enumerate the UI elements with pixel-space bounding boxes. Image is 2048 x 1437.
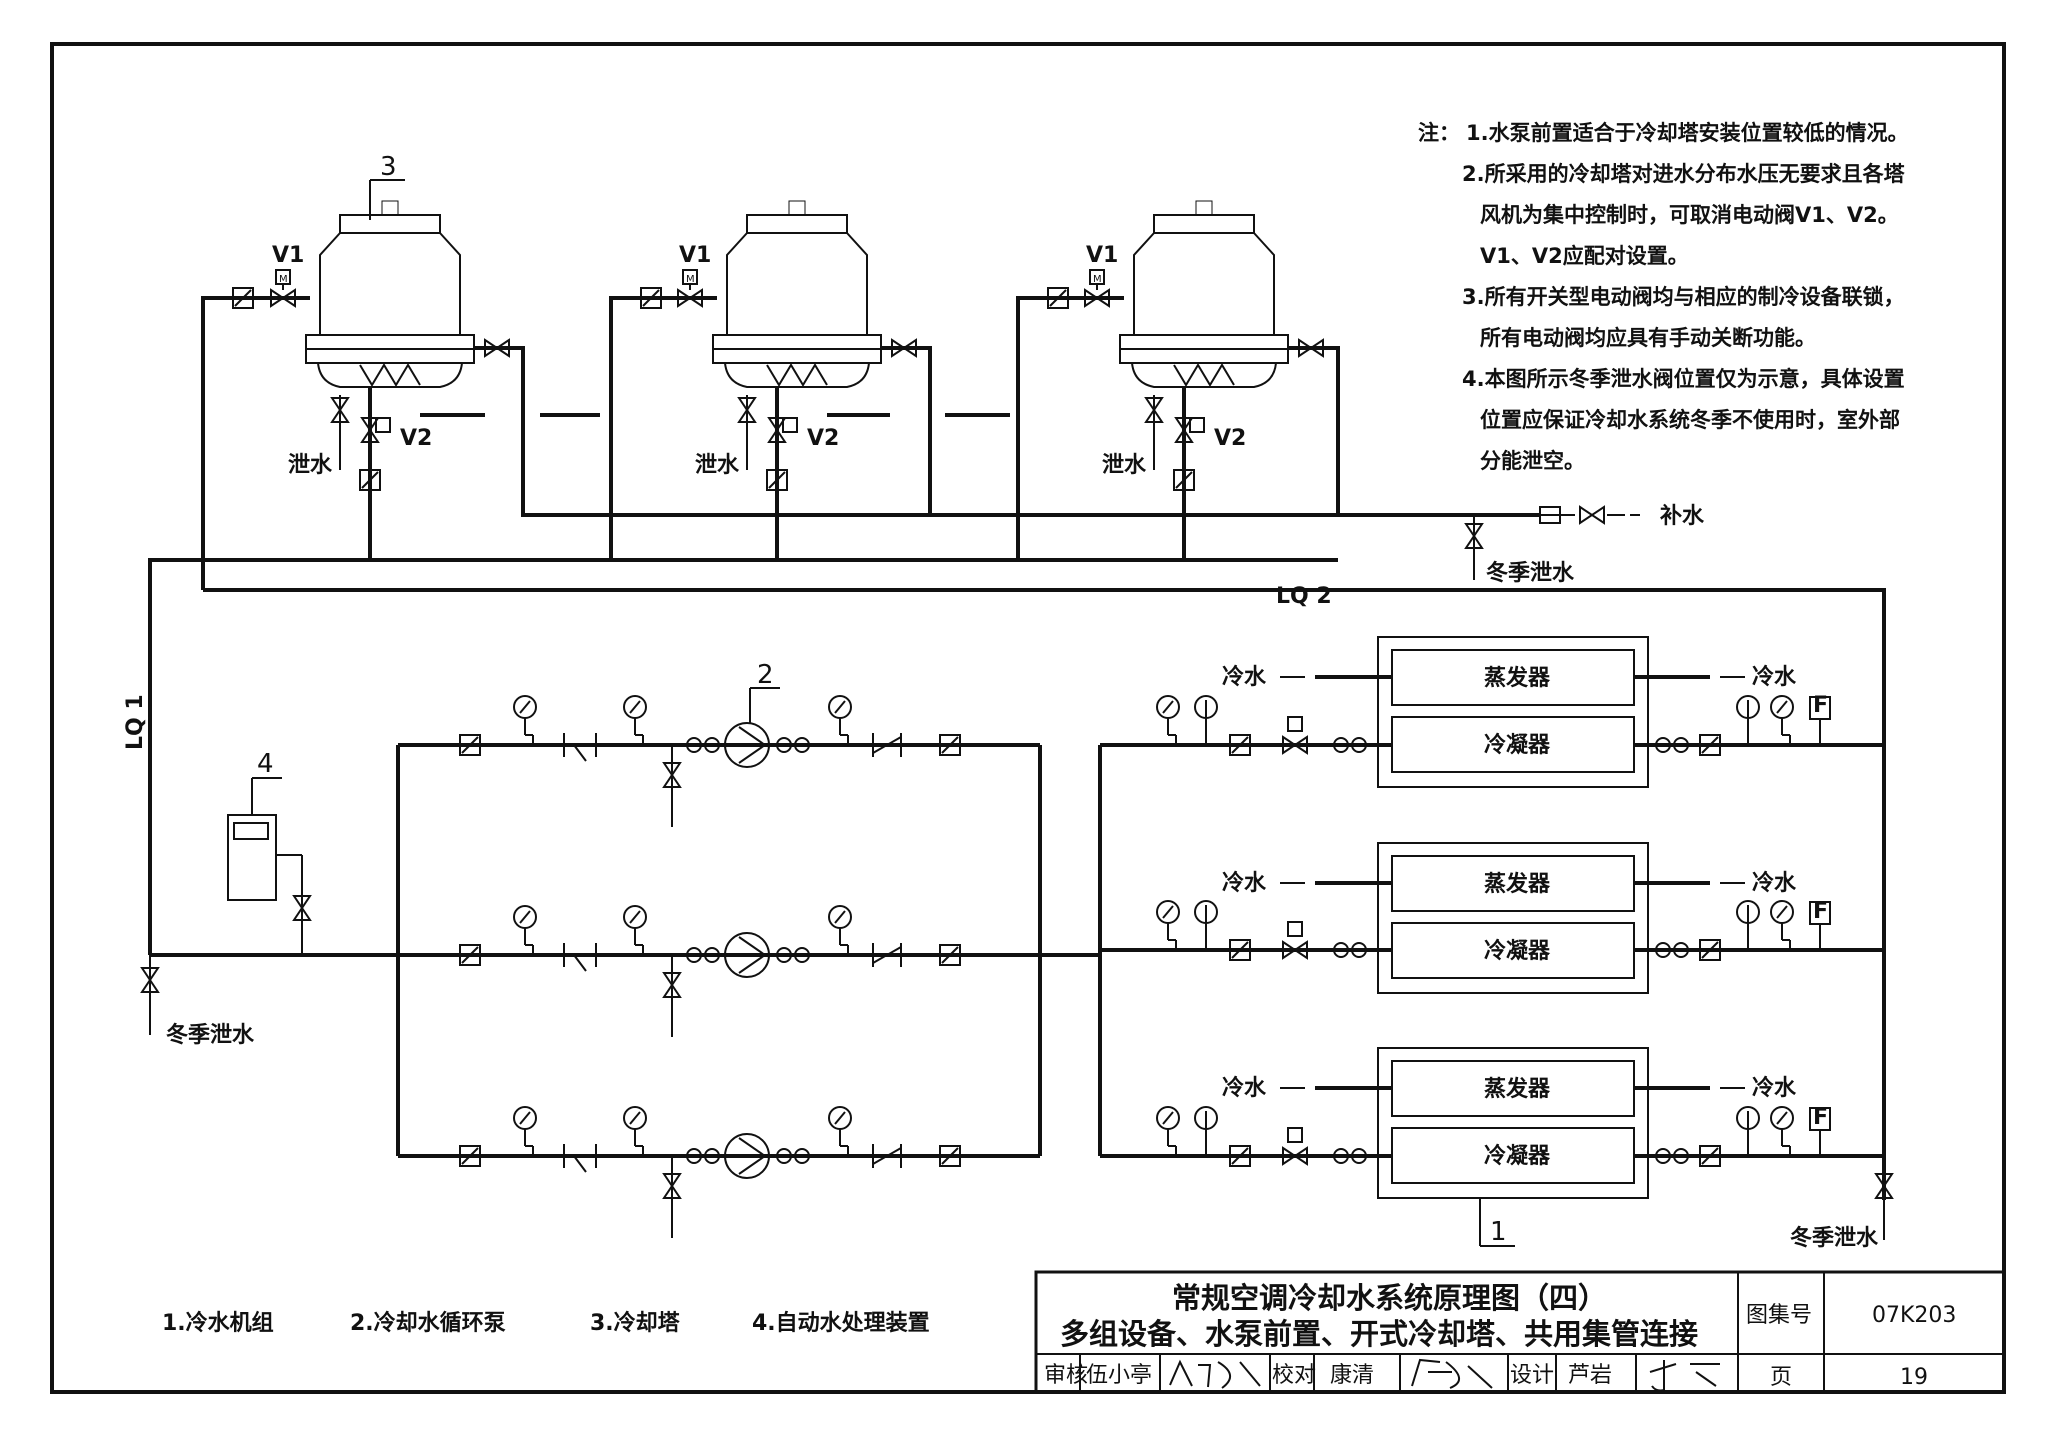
tower-inlets (201, 269, 1124, 560)
motor-mark: M (1093, 274, 1102, 285)
legend-item: 3.冷却塔 (590, 1310, 681, 1336)
flow-switch-label: F (1813, 1105, 1828, 1130)
note-line: 2.所采用的冷却塔对进水分布水压无要求且各塔 (1462, 162, 1906, 186)
evaporator-label: 蒸发器 (1484, 1076, 1551, 1102)
flow-switch-label: F (1813, 899, 1828, 924)
review-signature (1169, 1359, 1261, 1389)
evaporator-label: 蒸发器 (1484, 665, 1551, 691)
drain-label: 泄水 (695, 453, 740, 478)
condenser-label: 冷凝器 (1484, 1143, 1551, 1169)
valve-v2-label: V2 (1214, 426, 1246, 451)
chilled-water-stubs (1280, 675, 1745, 1090)
valve-v2-label: V2 (400, 426, 432, 451)
check-label: 校对 (1272, 1363, 1316, 1388)
chilled-water-label: 冷水 (1752, 870, 1797, 896)
cooling-tower-1 (305, 200, 475, 388)
tower-number: 3 (380, 152, 397, 182)
note-line: 3.所有开关型电动阀均与相应的制冷设备联锁， (1462, 285, 1905, 309)
lq1-label: LQ 1 (123, 694, 148, 750)
pump-row-3 (398, 1106, 1040, 1238)
title-line-1: 常规空调冷却水系统原理图（四） (1172, 1281, 1607, 1315)
review-name: 伍小亭 (1086, 1363, 1152, 1388)
legend-item: 2.冷却水循环泵 (350, 1310, 506, 1336)
chilled-water-label: 冷水 (1222, 664, 1267, 690)
chiller-1 (1377, 636, 1649, 788)
evaporator-label: 蒸发器 (1484, 871, 1551, 897)
makeup-label: 补水 (1659, 504, 1705, 529)
atlas-number: 07K203 (1872, 1303, 1956, 1328)
chiller-2 (1377, 842, 1649, 994)
winter-drain-label: 冬季泄水 (1486, 560, 1575, 586)
chiller-3 (1377, 1047, 1649, 1199)
header-lq1 (148, 558, 1886, 1200)
condenser-row-1 (1100, 695, 1884, 756)
chiller-number: 1 (1490, 1217, 1507, 1247)
notes-prefix: 注： (1418, 121, 1460, 145)
atlas-label: 图集号 (1746, 1303, 1812, 1328)
pump-row-2 (398, 905, 1040, 1037)
chilled-water-label: 冷水 (1222, 1075, 1267, 1101)
winter-drain-label: 冬季泄水 (1790, 1225, 1879, 1251)
tower-outlets (331, 387, 1205, 560)
chilled-water-label: 冷水 (1752, 664, 1797, 690)
page-number: 19 (1900, 1365, 1928, 1390)
pump-row-1 (398, 695, 1040, 827)
drain-label: 泄水 (1102, 453, 1147, 478)
title-block (1034, 1270, 2006, 1394)
check-signature (1411, 1358, 1493, 1389)
pump-headers (150, 745, 1102, 1156)
valve-v1-label: V1 (679, 243, 711, 268)
water-treatment-device (227, 777, 311, 955)
title-line-2: 多组设备、水泵前置、开式冷却塔、共用集管连接 (1060, 1317, 1698, 1351)
note-line: 4.本图所示冬季泄水阀位置仅为示意，具体设置 (1462, 367, 1905, 391)
valve-v1-label: V1 (1086, 243, 1118, 268)
valve-v1-label: V1 (272, 243, 304, 268)
chilled-water-label: 冷水 (1222, 870, 1267, 896)
note-line: 所有电动阀均应具有手动关断功能。 (1480, 326, 1816, 350)
flow-switch-label: F (1813, 693, 1828, 718)
legend-item: 4.自动水处理装置 (752, 1310, 930, 1336)
design-signature (1649, 1360, 1720, 1392)
condenser-row-3 (1100, 1106, 1884, 1167)
makeup-water (1338, 506, 1640, 524)
valve-v2-label: V2 (807, 426, 839, 451)
condenser-row-2 (1100, 900, 1884, 961)
motor-mark: M (279, 274, 288, 285)
note-line: 分能泄空。 (1480, 449, 1585, 473)
note-line: V1、V2应配对设置。 (1480, 244, 1689, 268)
pump-number: 2 (757, 660, 774, 690)
note-line: 位置应保证冷却水系统冬季不使用时，室外部 (1480, 408, 1900, 432)
motor-mark: M (686, 274, 695, 285)
drain-label: 泄水 (288, 453, 333, 478)
legend-item: 1.冷水机组 (162, 1310, 274, 1336)
cooling-tower-2 (712, 200, 882, 388)
design-label: 设计 (1510, 1363, 1554, 1388)
page-label: 页 (1770, 1365, 1792, 1390)
note-line: 1.水泵前置适合于冷却塔安装位置较低的情况。 (1466, 121, 1909, 145)
design-name: 芦岩 (1568, 1363, 1612, 1388)
note-line: 风机为集中控制时，可取消电动阀V1、V2。 (1480, 203, 1899, 227)
tower-overflow-pipes (474, 339, 1340, 517)
lq2-label: LQ 2 (1276, 584, 1332, 609)
condenser-label: 冷凝器 (1484, 732, 1551, 758)
cooling-tower-3 (1119, 200, 1289, 388)
condenser-label: 冷凝器 (1484, 938, 1551, 964)
check-name: 康清 (1330, 1363, 1374, 1388)
winter-drain-label: 冬季泄水 (166, 1022, 255, 1048)
treatment-number: 4 (257, 749, 274, 779)
review-label: 审核 (1044, 1363, 1088, 1388)
chilled-water-label: 冷水 (1752, 1075, 1797, 1101)
